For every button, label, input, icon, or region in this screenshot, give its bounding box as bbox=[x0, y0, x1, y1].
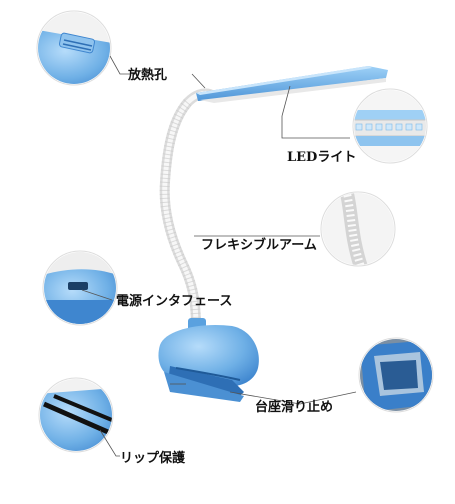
callout-led-light bbox=[281, 85, 428, 164]
usb-port-closeup bbox=[44, 252, 116, 324]
label-flexible-arm: フレキシブルアーム bbox=[201, 238, 317, 253]
flexible-arm-closeup bbox=[322, 193, 394, 265]
lip-pad-closeup bbox=[40, 379, 112, 451]
callout-heat-vent bbox=[36, 10, 206, 89]
label-lip-protect: リップ保護 bbox=[120, 451, 186, 466]
label-power-interface: 電源インタフェース bbox=[116, 294, 233, 309]
heat-vent-closeup bbox=[38, 12, 110, 84]
lamp-head bbox=[196, 66, 388, 101]
callout-lip-protect bbox=[38, 377, 186, 457]
label-heat-vent: 放熱孔 bbox=[128, 68, 168, 83]
callout-base-nonslip bbox=[229, 337, 434, 413]
label-base-nonslip: 台座滑り止め bbox=[255, 400, 334, 415]
led-strip-closeup bbox=[354, 90, 426, 162]
nonslip-base-closeup bbox=[360, 339, 432, 411]
callout-flexible-arm bbox=[194, 191, 396, 267]
desk-lamp bbox=[158, 66, 388, 402]
callout-power-interface bbox=[42, 250, 118, 326]
label-led-light: LEDライト bbox=[287, 150, 357, 165]
